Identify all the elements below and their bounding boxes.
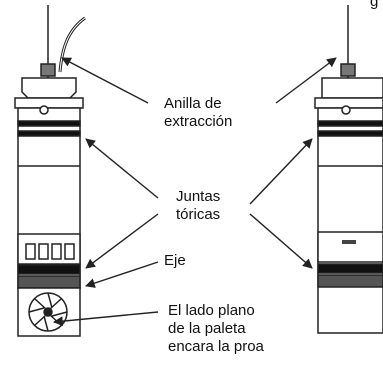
- label-extraction-ring: Anilla de extracción: [164, 95, 232, 131]
- left-lower-band: [17, 275, 81, 289]
- label-corner-fragment: g: [370, 0, 378, 11]
- left-cap-top: [40, 63, 56, 77]
- label-o-rings: Juntas tóricas: [176, 188, 220, 224]
- right-window-band: [317, 231, 383, 263]
- arrow-o-ring-right-top: [249, 138, 313, 205]
- arrow-o-ring-left-bottom: [85, 213, 159, 269]
- leader-arrows: [53, 57, 337, 327]
- label-shaft-text: Eje: [164, 252, 186, 269]
- left-body-rim: [14, 97, 84, 109]
- label-paddle-note-line-2: de la paleta: [168, 320, 246, 337]
- label-shaft: Eje: [164, 252, 186, 270]
- right-lower-band: [317, 274, 383, 288]
- arrow-paddle: [53, 311, 159, 327]
- label-extraction-ring-line-2: extracción: [164, 113, 233, 130]
- left-window-3: [51, 243, 62, 260]
- left-o-ring-top-1: [17, 120, 81, 127]
- arrow-extraction-right: [275, 57, 337, 104]
- left-window-2: [38, 243, 49, 260]
- label-o-rings-line-2: tóricas: [176, 206, 221, 223]
- left-paddle-axle: [43, 307, 53, 317]
- right-extraction-hole: [341, 105, 351, 115]
- left-window-1: [25, 243, 36, 260]
- right-o-ring-bottom: [317, 263, 383, 274]
- right-sensor: [314, 5, 383, 334]
- left-window-4: [64, 243, 75, 260]
- label-extraction-ring-line-1: Anilla de: [164, 95, 222, 112]
- arrow-o-ring-right-bottom: [249, 213, 313, 269]
- label-paddle-note: El lado plano de la paleta encara la pro…: [168, 302, 264, 356]
- right-body: [317, 107, 383, 334]
- right-cap-top: [340, 63, 356, 77]
- left-o-ring-bottom: [17, 264, 81, 275]
- arrow-extraction-left: [61, 57, 149, 104]
- label-paddle-note-line-3: encara la proa: [168, 338, 264, 355]
- right-cap-collar: [321, 77, 383, 99]
- left-sensor: [14, 5, 86, 337]
- left-extraction-hole: [39, 105, 49, 115]
- left-cable-highlight: [59, 17, 86, 73]
- left-o-ring-top-2: [17, 130, 81, 137]
- right-o-ring-top-1: [317, 120, 383, 127]
- label-corner-fragment-text: g: [370, 0, 379, 10]
- right-o-ring-top-2: [317, 130, 383, 137]
- left-cap-collar: [21, 77, 77, 99]
- label-paddle-note-line-1: El lado plano: [168, 302, 255, 319]
- arrow-o-ring-left-top: [85, 138, 159, 199]
- arrow-shaft: [85, 261, 159, 288]
- label-o-rings-line-1: Juntas: [176, 188, 221, 205]
- right-slot: [342, 240, 356, 244]
